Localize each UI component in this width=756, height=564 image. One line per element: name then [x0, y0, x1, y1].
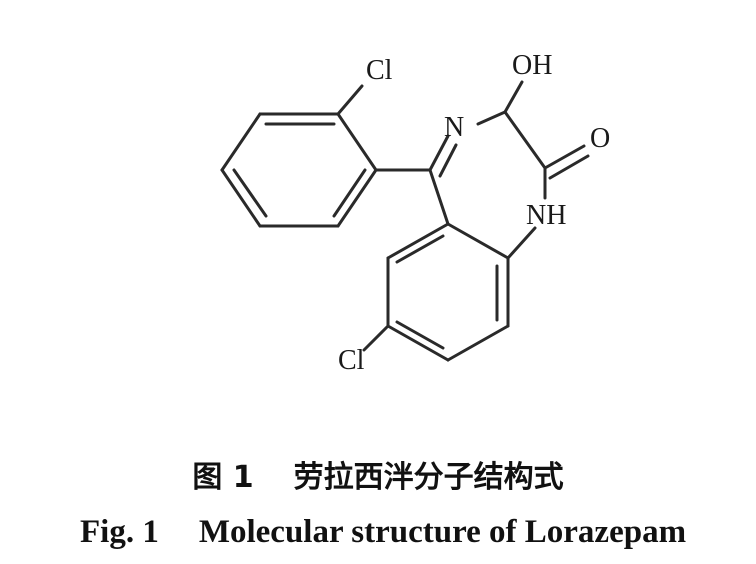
atom-label-oh: OH	[512, 50, 552, 81]
bond-c5-c5a	[428, 168, 450, 226]
caption-chinese-number: 图 1	[192, 460, 254, 495]
bond-ring-a-6	[336, 112, 378, 172]
bond-c2-o-double	[548, 154, 590, 180]
bond-ring-a-inner-3	[332, 168, 367, 218]
bond-ring-b-3	[446, 324, 510, 362]
bond-ring-a-to-cl	[336, 84, 364, 116]
bond-ring-b-4	[386, 324, 450, 362]
bond-n4-c3	[476, 110, 507, 126]
atom-label-cl-top: Cl	[366, 55, 393, 86]
atom-label-cl-bottom: Cl	[338, 345, 365, 376]
bond-c5-n4	[428, 134, 450, 172]
atom-label-o-carbonyl: O	[590, 123, 610, 154]
caption-english-number: Fig. 1	[80, 514, 159, 550]
caption-english-title: Molecular structure of Lorazepam	[198, 514, 687, 550]
bond-n1-c9a	[506, 226, 537, 260]
diazepine-ring	[374, 80, 590, 260]
bond-c3-c2	[503, 110, 547, 170]
bond-ring-b-inner-3	[395, 234, 445, 264]
bond-ring-a-2	[220, 112, 262, 172]
bond-c2-o	[543, 144, 586, 170]
bond-c5-n4-double	[438, 143, 458, 178]
bond-ring-b-to-cl	[362, 324, 390, 352]
bond-ring-a-3	[220, 168, 262, 228]
bond-c3-oh	[503, 80, 524, 114]
bond-ring-a-5	[336, 168, 378, 228]
chlorobenzo-ring	[386, 222, 510, 362]
caption-chinese: 图 1 劳拉西泮分子结构式	[0, 452, 756, 496]
bond-ring-b-6	[386, 222, 450, 260]
bond-ring-a-inner-2	[232, 168, 268, 218]
lorazepam-structure-diagram: Cl OH N O NH Cl	[220, 50, 610, 376]
atom-label-nh: NH	[526, 200, 566, 231]
caption-english: Fig. 1 Molecular structure of Lorazepam	[80, 514, 740, 551]
bond-ring-b-inner-2	[395, 320, 445, 350]
caption-chinese-title: 劳拉西泮分子结构式	[293, 460, 564, 495]
atom-label-n-imine: N	[444, 112, 464, 143]
bond-ring-b-1	[446, 222, 510, 260]
chlorophenyl-ring	[220, 112, 378, 228]
